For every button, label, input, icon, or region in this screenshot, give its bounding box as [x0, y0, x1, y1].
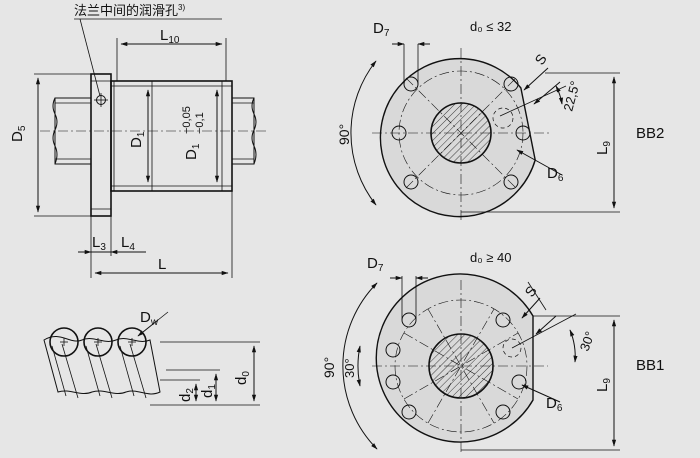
bb2-l9-label: L9 — [594, 141, 613, 155]
d2-label: d2 — [177, 388, 196, 402]
bb1-size-label: d₀ ≥ 40 — [470, 250, 511, 265]
tolerance-upper: −0,05 — [181, 106, 193, 134]
bb1-label: BB1 — [636, 357, 664, 374]
bb1-flange-view: d₀ ≥ 40 D7 S 30° — [321, 250, 664, 452]
side-view: D5 D1 D1 −0,05 −0,1 L10 L3 L4 L — [9, 27, 268, 278]
bb2-size-label: d₀ ≤ 32 — [470, 19, 511, 34]
d1-ball-label: d1 — [199, 384, 218, 398]
tolerance-lower: −0,1 — [194, 112, 206, 134]
bb1-d6-label: D6 — [546, 395, 563, 414]
bb2-flange-view: d₀ ≤ 32 D7 S 22,5° — [336, 19, 664, 222]
d5-label: D5 — [9, 125, 28, 142]
bb1-angle-right: 30° — [577, 329, 598, 353]
bb1-d7-label: D7 — [367, 255, 384, 274]
l4-label: L4 — [121, 234, 135, 253]
ball-detail-view: Dw d2 d1 d0 — [43, 309, 260, 406]
l10-label: L10 — [160, 27, 180, 46]
lubrication-hole-label: 法兰中间的润滑孔3) — [74, 3, 185, 18]
bb2-angle-small: 22,5° — [560, 79, 582, 112]
bb1-angle-30: 30° — [342, 358, 357, 378]
dw-label: Dw — [140, 309, 159, 328]
bb2-angle-large: 90° — [336, 124, 352, 145]
bb2-s-label: S — [531, 51, 549, 68]
bb2-d7-label: D7 — [373, 20, 390, 39]
l3-label: L3 — [92, 234, 106, 253]
d1-tolerance-label: D1 — [183, 143, 202, 160]
bb2-d6-label: D6 — [547, 165, 564, 184]
bb2-label: BB2 — [636, 125, 664, 142]
d1-label: D1 — [128, 131, 147, 148]
bb1-l9-label: L9 — [594, 378, 613, 392]
bb1-bolt-holes — [385, 312, 527, 420]
l-label: L — [158, 256, 166, 273]
d0-label: d0 — [233, 371, 252, 385]
bb1-angle-90: 90° — [321, 357, 337, 378]
lubrication-hole-note: 法兰中间的润滑孔3) — [74, 3, 222, 97]
